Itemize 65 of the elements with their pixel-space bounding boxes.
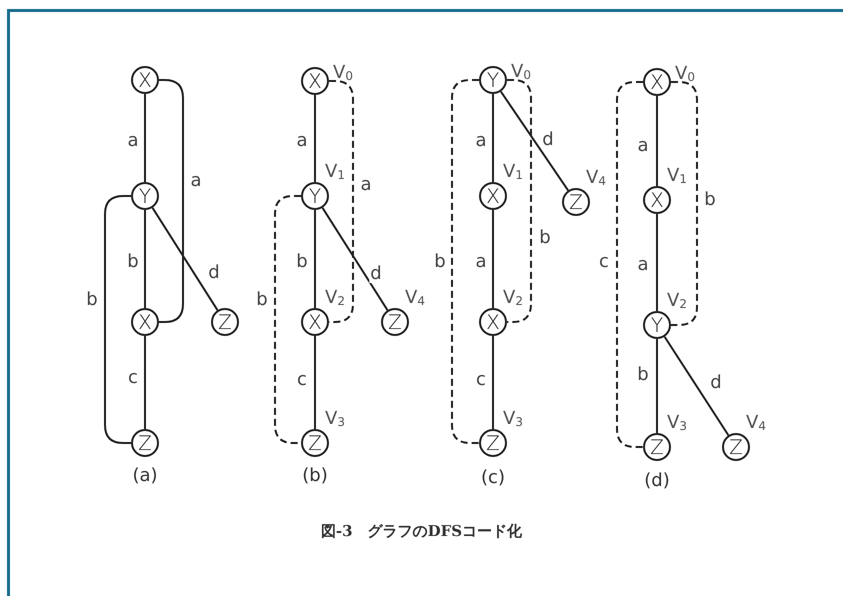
vertex-index-label: V$_{3}$ — [667, 414, 687, 432]
edge-line — [656, 339, 658, 433]
vertex-circle: X — [301, 308, 329, 336]
vertex-index-label: V$_{0}$ — [675, 65, 695, 83]
vertex-circle: Z — [479, 429, 507, 457]
back-edge-line — [451, 79, 479, 444]
vertex-circle: Z — [301, 429, 329, 457]
vertex-index-label: V$_{4}$ — [746, 414, 766, 432]
back-edge-line — [159, 79, 184, 323]
vertex-circle: X — [131, 308, 159, 336]
edge-line — [322, 207, 388, 311]
edge-line — [144, 94, 146, 182]
vertex-index-label: V$_{1}$ — [325, 163, 345, 181]
vertex-circle: X — [131, 66, 159, 94]
back-edge-line — [274, 195, 301, 444]
vertex-circle: Z — [722, 433, 750, 461]
edge-label: d — [369, 265, 383, 283]
panel-label: (b) — [302, 467, 328, 485]
back-edge-line — [671, 81, 698, 326]
vertex-index-label: V$_{0}$ — [511, 63, 531, 81]
vertex-circle: Z — [643, 433, 671, 461]
vertex-circle: Y — [301, 182, 329, 210]
edge-line — [492, 210, 494, 308]
edge-line — [492, 94, 494, 182]
vertex-index-label: V$_{4}$ — [405, 289, 425, 307]
edge-line — [314, 210, 316, 308]
back-edge-line — [507, 79, 532, 323]
back-edge-line — [104, 195, 131, 444]
vertex-circle: Z — [381, 308, 409, 336]
edge-line — [500, 91, 569, 191]
edge-line — [152, 207, 218, 311]
edge-line — [656, 214, 658, 311]
vertex-circle: Y — [479, 66, 507, 94]
vertex-index-label: V$_{2}$ — [667, 292, 687, 310]
vertex-circle: Y — [643, 311, 671, 339]
edge-line — [314, 95, 316, 182]
vertex-circle: X — [479, 308, 507, 336]
vertex-index-label: V$_{4}$ — [586, 169, 606, 187]
vertex-index-label: V$_{2}$ — [503, 289, 523, 307]
edge-line — [144, 210, 146, 308]
back-edge-line — [329, 80, 354, 323]
back-edge-line — [616, 81, 643, 448]
vertex-circle: Z — [211, 308, 239, 336]
edge-line — [664, 336, 730, 436]
vertex-circle: Z — [562, 188, 590, 216]
edge-line — [656, 96, 658, 186]
vertex-circle: X — [643, 186, 671, 214]
vertex-index-label: V$_{2}$ — [325, 289, 345, 307]
vertex-index-label: V$_{1}$ — [667, 167, 687, 185]
vertex-circle: X — [301, 67, 329, 95]
vertex-circle: Z — [131, 429, 159, 457]
edge-line — [144, 336, 146, 429]
vertex-index-label: V$_{1}$ — [503, 163, 523, 181]
vertex-index-label: V$_{3}$ — [503, 410, 523, 428]
vertex-index-label: V$_{3}$ — [325, 410, 345, 428]
panel-label: (c) — [481, 469, 505, 487]
panel-label: (d) — [644, 472, 670, 490]
panel-label: (a) — [132, 467, 158, 485]
edge-line — [492, 336, 494, 429]
figure-caption: 図-3 グラフのDFSコード化 — [320, 522, 524, 541]
vertex-circle: X — [479, 182, 507, 210]
vertex-circle: X — [643, 68, 671, 96]
vertex-circle: Y — [131, 182, 159, 210]
vertex-index-label: V$_{0}$ — [333, 64, 353, 82]
edge-line — [314, 336, 316, 429]
